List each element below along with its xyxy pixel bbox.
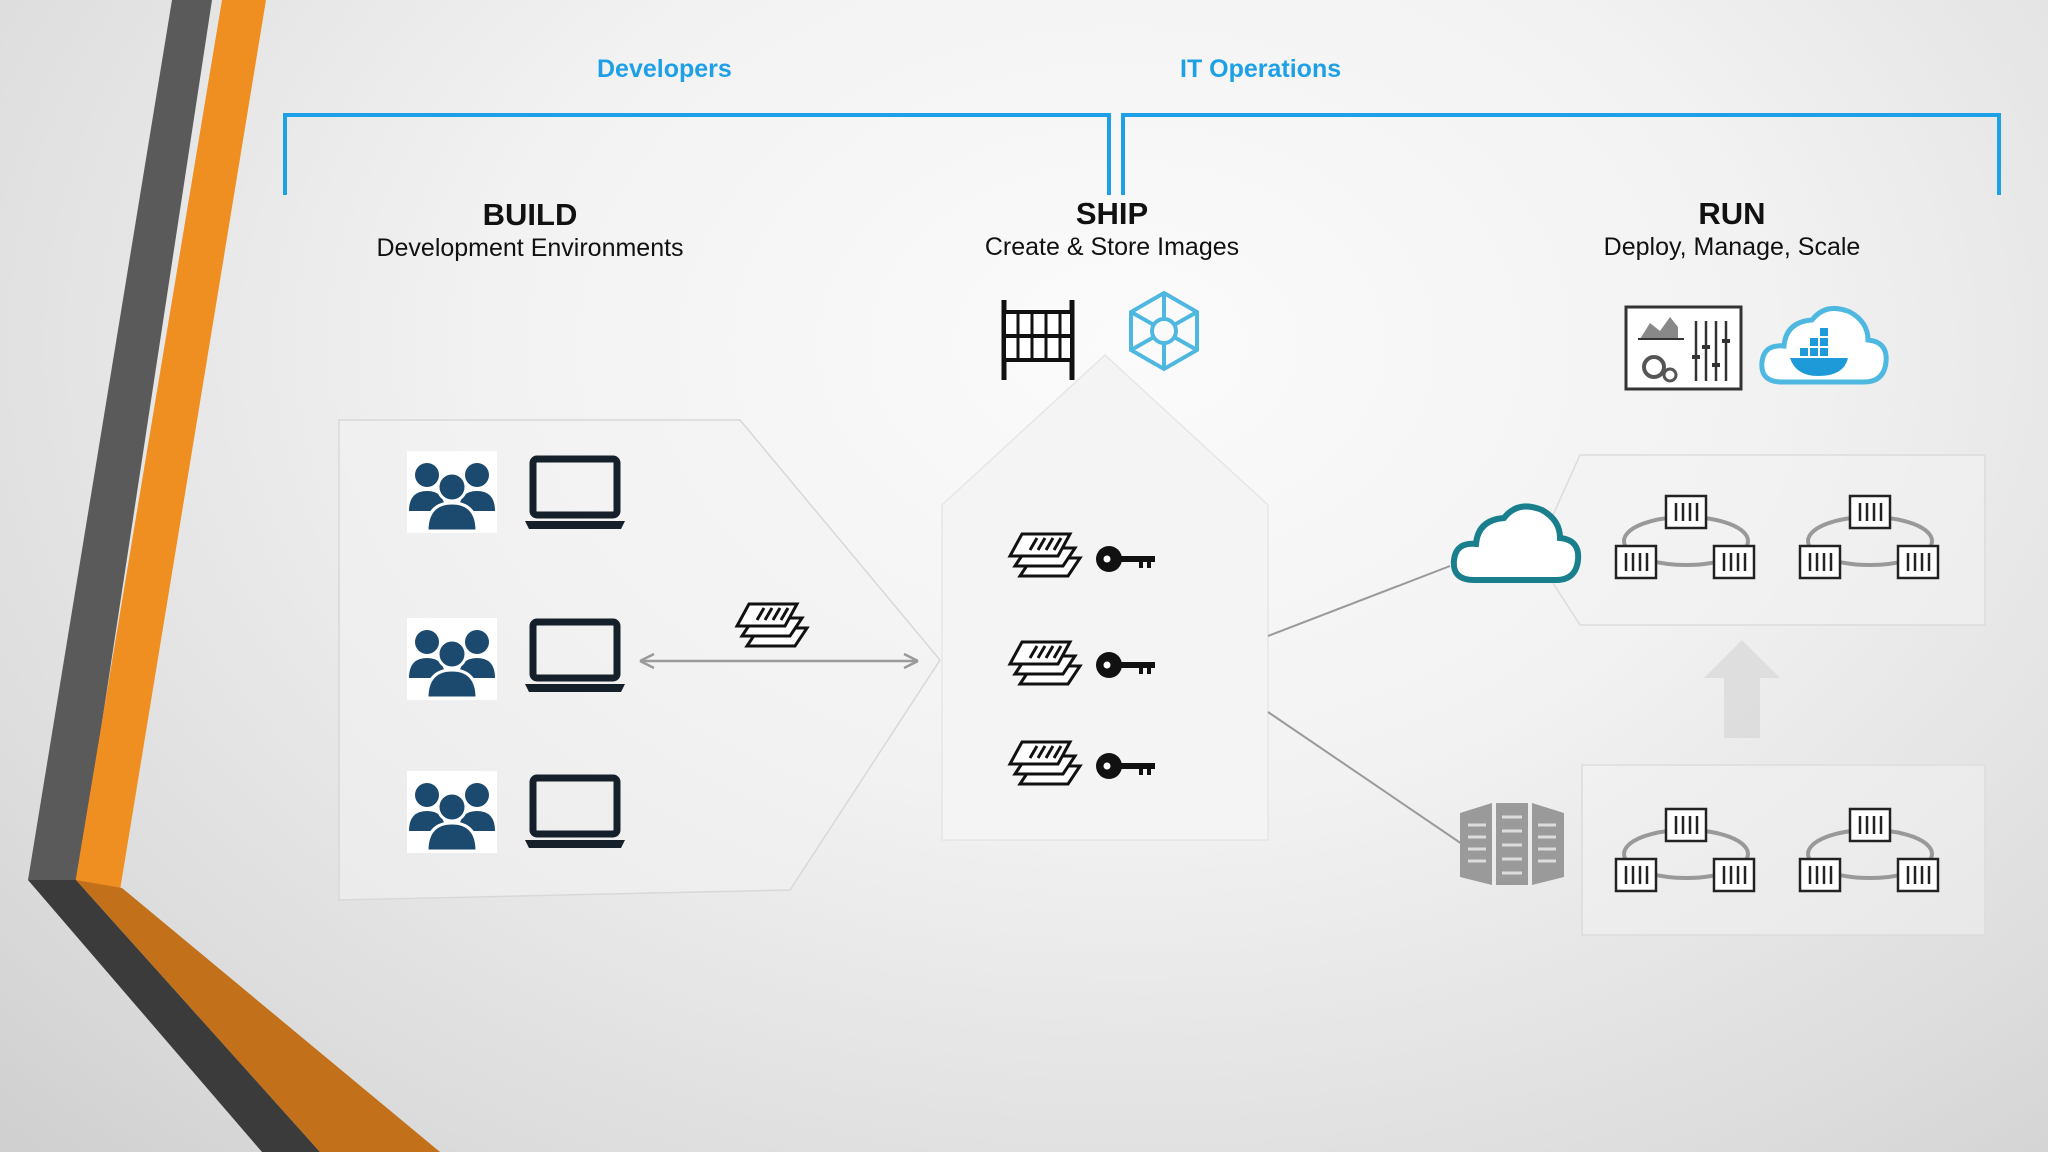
team-icon (405, 449, 499, 535)
docker-cloud-icon (1759, 305, 1889, 385)
it-operations-bracket (1121, 113, 2001, 195)
run-title: RUN (1698, 196, 1766, 231)
ship-panel (941, 353, 1269, 841)
build-title: BUILD (482, 197, 578, 232)
ship-subtitle: Create & Store Images (984, 233, 1240, 261)
up-arrow-icon (1704, 640, 1780, 738)
cloud-icon (1450, 503, 1582, 583)
build-subtitle: Development Environments (376, 234, 684, 262)
dashboard-icon (1624, 305, 1743, 391)
connector-cloud (1267, 565, 1451, 637)
team-icon (405, 616, 499, 702)
helm-wheel-icon (1129, 290, 1199, 372)
server-rack-icon (1460, 803, 1564, 885)
run-subtitle: Deploy, Manage, Scale (1603, 233, 1861, 261)
it-operations-label: IT Operations (1180, 55, 1342, 83)
registry-icon (1001, 300, 1075, 380)
developers-label: Developers (597, 55, 732, 83)
run-cloud-panel (1534, 454, 1986, 626)
connector-datacenter (1267, 711, 1463, 845)
developers-bracket (283, 113, 1111, 195)
run-datacenter-panel (1581, 764, 1986, 936)
ship-title: SHIP (1075, 196, 1149, 231)
team-icon (405, 769, 499, 855)
